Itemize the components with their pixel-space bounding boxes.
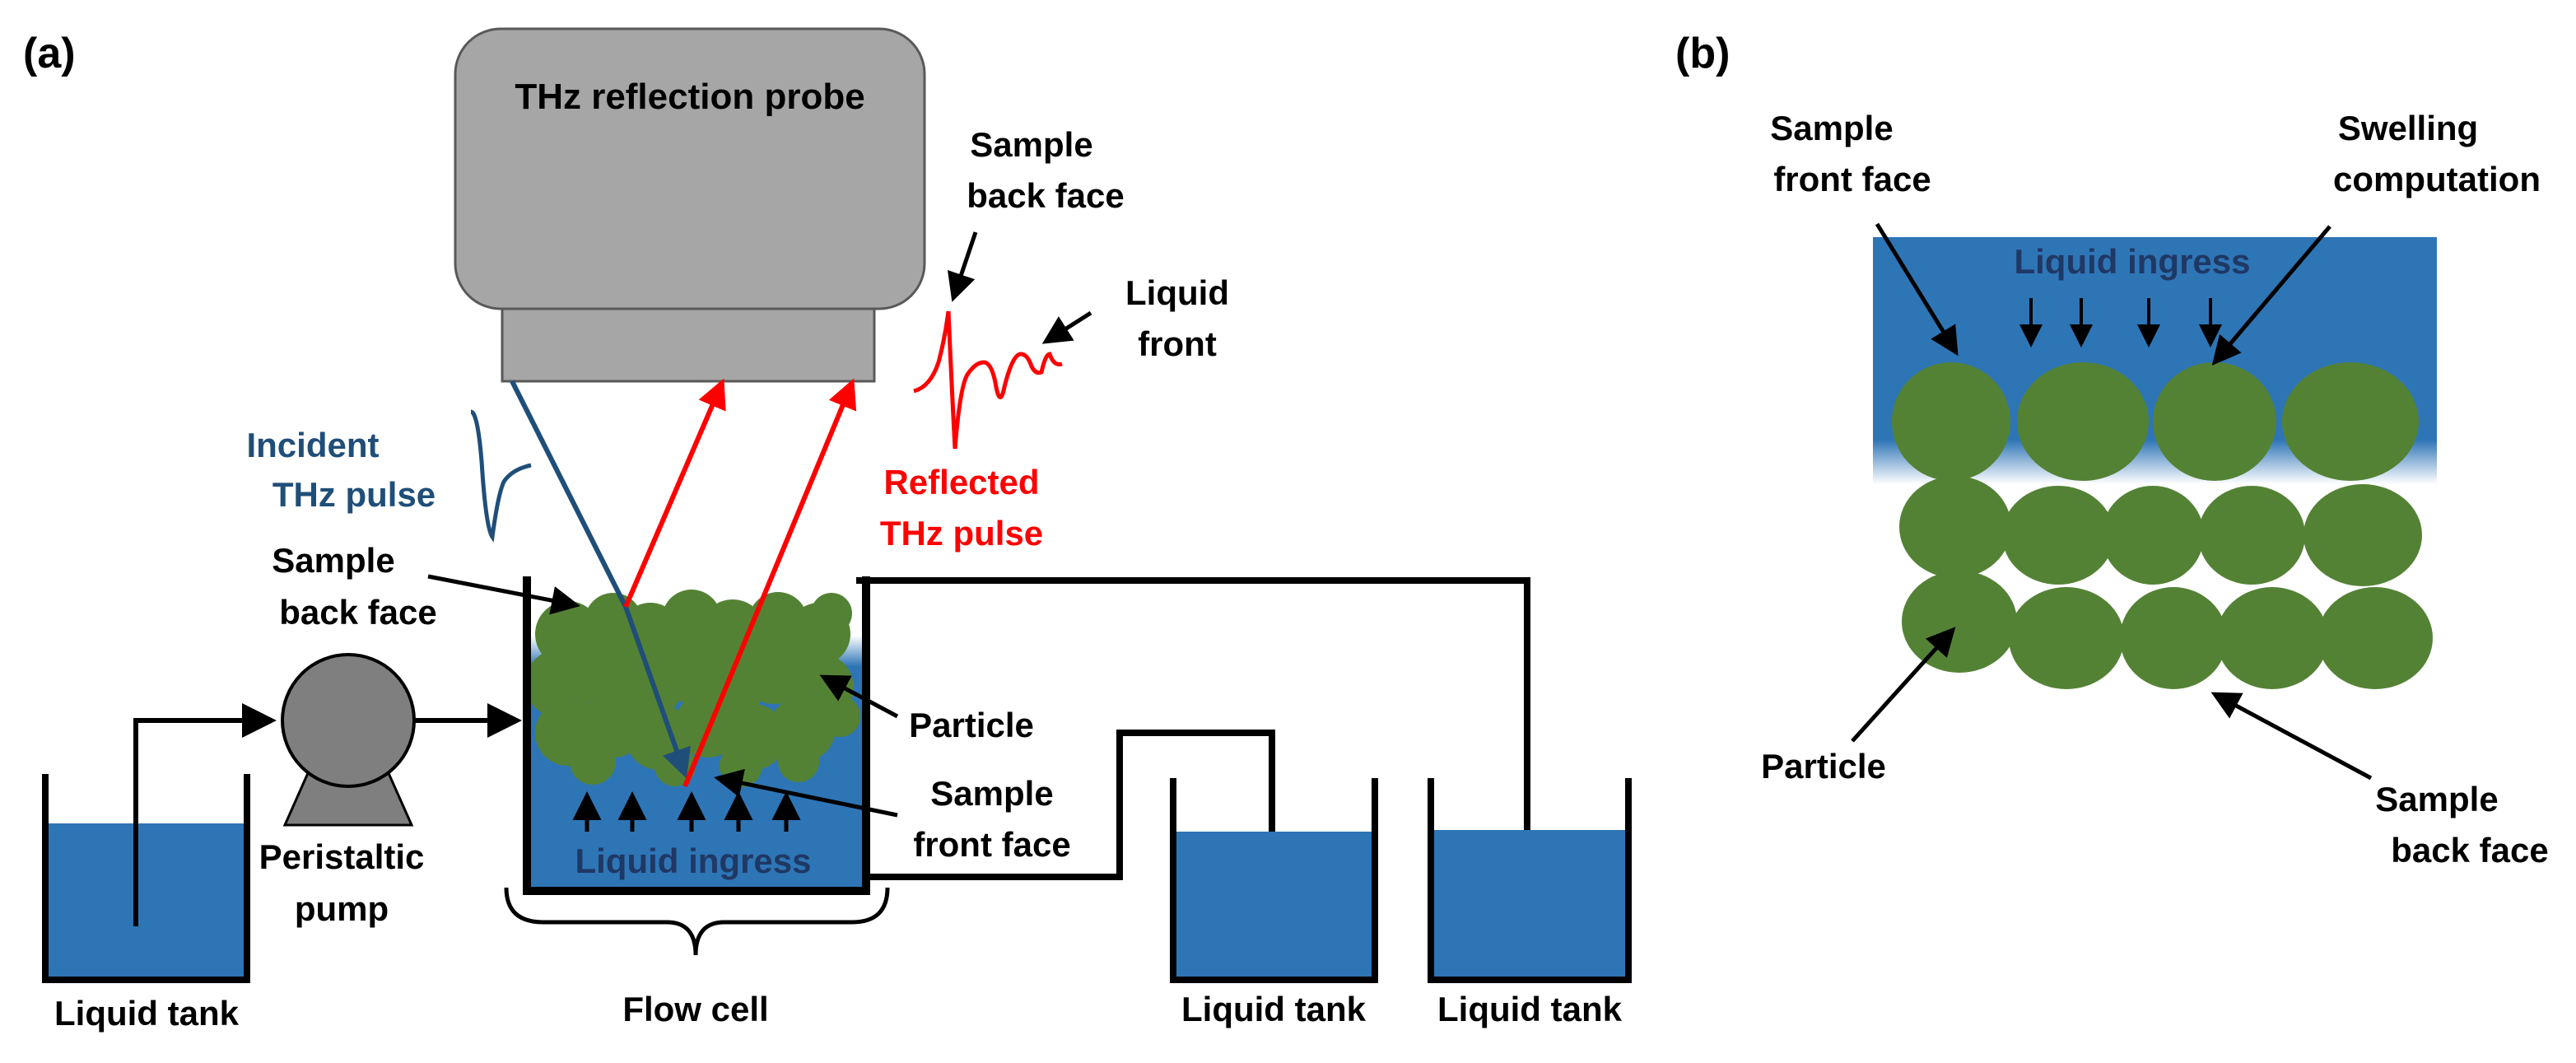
- flow-cell-brace: [504, 887, 890, 956]
- back-face-top-label-1: Sample: [970, 125, 1092, 164]
- reflected-beams: [623, 378, 857, 788]
- tank-right-label: Liquid tank: [1437, 990, 1623, 1028]
- ingress-arrows-b: [2019, 298, 2222, 347]
- pipe-cell-to-middle-tank: [866, 730, 1295, 916]
- flow-cell-walls: [523, 576, 870, 895]
- reflected-label-1: Reflected: [883, 463, 1039, 501]
- tank-mid-label: Liquid tank: [1181, 990, 1367, 1028]
- peristaltic-pump: [281, 653, 416, 827]
- back-face-left-label-2: back face: [279, 593, 436, 632]
- front-face-pointer-a: [714, 768, 898, 818]
- swelling-label-1: Swelling: [2338, 109, 2478, 147]
- liquid-front-label-2: front: [1138, 324, 1217, 363]
- reflected-label-2: THz pulse: [880, 514, 1043, 552]
- incident-label-2: THz pulse: [273, 475, 436, 514]
- probe-label: THz reflection probe: [515, 77, 864, 117]
- tank-left-label: Liquid tank: [54, 994, 240, 1033]
- pump-label-2: pump: [295, 889, 389, 928]
- incident-beam: [510, 380, 691, 779]
- particle-pointer-a: [819, 674, 899, 719]
- swelling-label-2: computation: [2333, 160, 2541, 198]
- liquid-front-label-1: Liquid: [1125, 273, 1229, 312]
- tank-left-liquid: [45, 823, 247, 980]
- particle-label-b: Particle: [1761, 747, 1886, 786]
- flow-cell-label: Flow cell: [622, 990, 768, 1028]
- thz-probe: THz reflection probe: [454, 27, 926, 383]
- front-face-label-a-2: front face: [913, 825, 1070, 864]
- back-face-top-pointer: [948, 231, 978, 302]
- liquid-front-pointer: [1041, 310, 1092, 344]
- liquid-ingress-label-b: Liquid ingress: [2014, 242, 2250, 281]
- front-face-label-b-1: Sample: [1770, 109, 1893, 147]
- reflected-pulse-waveform: [913, 310, 1063, 450]
- tank-right-walls: [1428, 778, 1632, 983]
- swelling-pointer: [2211, 225, 2331, 366]
- particles-b: [1892, 362, 2433, 689]
- back-face-label-b-2: back face: [2391, 831, 2548, 870]
- particle-pointer-b: [1851, 627, 1956, 743]
- particle-label-a: Particle: [909, 706, 1034, 744]
- tank-mid-walls: [1170, 778, 1378, 983]
- front-face-label-a-1: Sample: [930, 774, 1053, 813]
- back-face-left-label-1: Sample: [272, 541, 394, 580]
- tank-right-liquid: [1431, 830, 1628, 980]
- pump-label-1: Peristaltic: [259, 837, 425, 876]
- panel-a-label: (a): [23, 30, 76, 77]
- pipe-tank-to-pump: [133, 703, 277, 926]
- back-face-top-label-2: back face: [967, 176, 1124, 215]
- sample-particles: [525, 590, 860, 787]
- liquid-ingress-label-a: Liquid ingress: [575, 842, 811, 880]
- panel-b-label: (b): [1675, 30, 1730, 77]
- back-face-label-b-1: Sample: [2375, 780, 2498, 818]
- back-face-pointer-b: [2210, 692, 2373, 781]
- tank-mid-liquid: [1173, 832, 1375, 980]
- tank-left-walls: [42, 774, 250, 983]
- incident-label-1: Incident: [246, 426, 379, 464]
- incident-pulse-waveform: [470, 409, 532, 543]
- ingress-arrows-a: [572, 791, 801, 832]
- front-face-label-b-2: front face: [1773, 160, 1931, 198]
- front-face-pointer-b: [1875, 222, 1959, 357]
- back-face-left-pointer: [427, 574, 580, 615]
- pipe-cell-to-right-tank: [856, 577, 1550, 916]
